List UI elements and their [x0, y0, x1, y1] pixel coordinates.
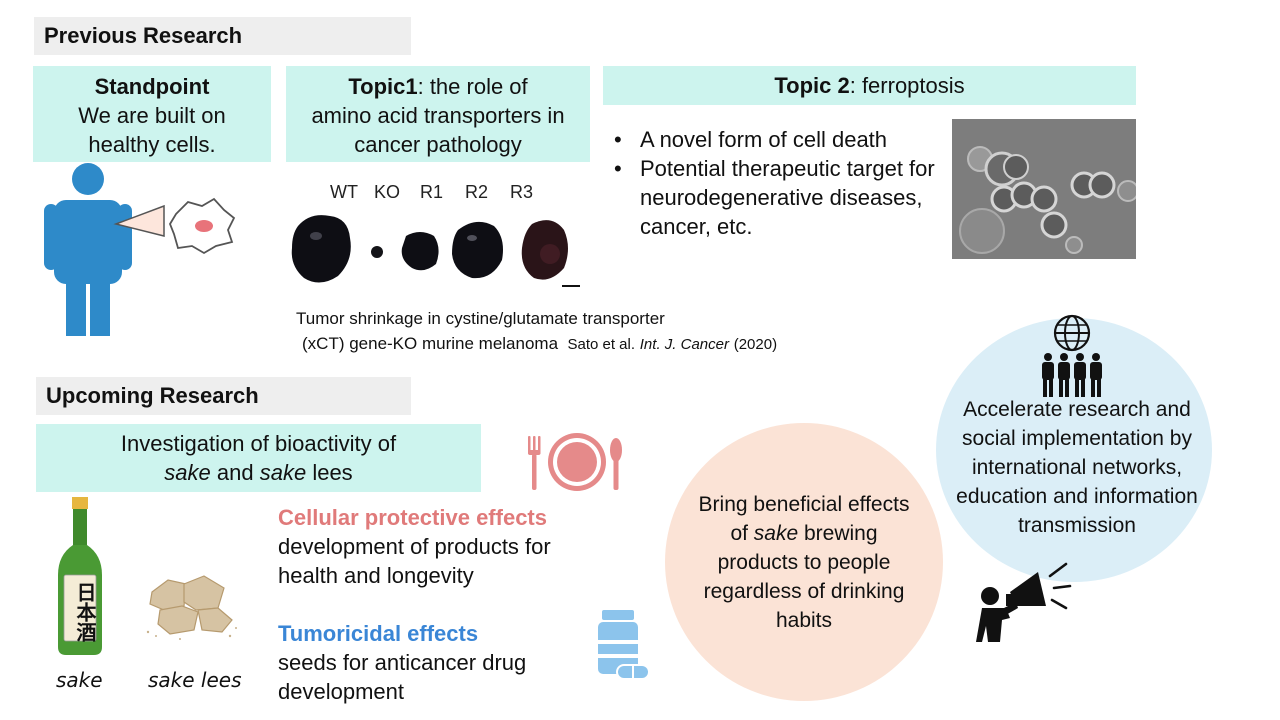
effects-text: Cellular protective effects development … [278, 503, 598, 706]
investigation-box: Investigation of bioactivity of sake and… [36, 424, 481, 492]
tumoricidal-effects-title: Tumoricidal effects [278, 621, 479, 646]
topic1-title: Topic1 [348, 74, 418, 99]
sake-lees-icon [146, 575, 237, 640]
globe-people-icon [1042, 314, 1102, 397]
standpoint-box: Standpoint We are built on healthy cells… [33, 66, 271, 162]
accelerate-line5: transmission [1018, 514, 1136, 537]
bring-line4: regardless of drinking [703, 579, 905, 603]
citation-author: Sato et al. [567, 336, 636, 353]
upcoming-research-header: Upcoming Research [36, 377, 411, 415]
investigation-word-lees: lees [306, 460, 353, 485]
topic1-line2: amino acid transporters in [311, 103, 565, 128]
previous-research-header: Previous Research [34, 17, 411, 55]
bring-line3: products to people [717, 550, 891, 574]
tumor-label-wt: WT [330, 182, 358, 202]
topic2-bullets: A novel form of cell death Potential the… [608, 125, 944, 241]
plate-icon [528, 433, 622, 491]
bring-line2-post: brewing [798, 521, 878, 545]
bring-line2-pre: of [730, 521, 754, 545]
bring-effects-circle: Bring beneficial effects of sake brewing… [665, 423, 943, 701]
standpoint-line1: We are built on [78, 103, 226, 128]
bring-line5: habits [775, 608, 833, 632]
bring-line1: Bring beneficial effects [698, 492, 910, 516]
accelerate-line3: international networks, [971, 456, 1183, 479]
topic1-caption: Tumor shrinkage in cystine/glutamate tra… [296, 306, 856, 357]
microscope-photo [952, 119, 1136, 259]
topic2-title: Topic 2 [774, 73, 850, 98]
investigation-word-sake2: sake [259, 460, 307, 485]
accelerate-circle [936, 318, 1212, 582]
tumor-label-r2: R2 [465, 182, 489, 202]
upcoming-research-title: Upcoming Research [46, 383, 259, 408]
accelerate-line2: social implementation by [962, 427, 1192, 450]
standpoint-line2: healthy cells. [88, 132, 216, 157]
topic2-title-rest: : ferroptosis [849, 73, 965, 98]
previous-research-title: Previous Research [44, 23, 243, 48]
accelerate-line4: education and information [956, 485, 1198, 508]
investigation-word-sake: sake [164, 460, 211, 485]
tumoricidal-effects-line2: development [278, 679, 404, 704]
topic1-line3: cancer pathology [354, 132, 522, 157]
sake-bottle-icon [58, 497, 102, 655]
tumor-label-r1: R1 [420, 182, 444, 202]
tumor-label-r3: R3 [510, 182, 534, 202]
protective-effects-line2: health and longevity [278, 563, 474, 588]
person-icon [44, 163, 165, 336]
topic2-bullet-2: Potential therapeutic target for neurode… [608, 154, 944, 241]
sake-lees-caption: sake lees [148, 668, 242, 692]
medicine-icon [598, 610, 650, 680]
investigation-word-and: and [210, 460, 260, 485]
topic2-box: Topic 2: ferroptosis [603, 66, 1136, 105]
bring-line2-italic: sake [753, 521, 799, 545]
tumor-labels: WT KO R1 R2 R3 [290, 182, 590, 206]
megaphone-icon [976, 562, 1072, 642]
tumoricidal-effects-line1: seeds for anticancer drug [278, 650, 527, 675]
sake-bottle-label: 日本酒 [73, 582, 95, 642]
tumor-label-ko: KO [374, 182, 401, 202]
citation-year: (2020) [733, 336, 778, 353]
accelerate-text: Accelerate research and social implement… [930, 395, 1224, 540]
tumor-photo [291, 215, 580, 287]
sake-caption: sake [56, 668, 103, 692]
standpoint-title: Standpoint [94, 74, 210, 99]
topic1-title-rest: : the role of [417, 74, 528, 99]
investigation-line1: Investigation of bioactivity of [120, 431, 397, 456]
cell-icon [168, 197, 236, 255]
protective-effects-title: Cellular protective effects [278, 505, 547, 530]
topic1-box: Topic1: the role of amino acid transport… [286, 66, 590, 162]
accelerate-line1: Accelerate research and [963, 398, 1191, 421]
topic2-bullet-1: A novel form of cell death [608, 125, 944, 154]
topic1-caption-line2: (xCT) gene-KO murine melanoma [302, 334, 559, 353]
protective-effects-line1: development of products for [278, 534, 551, 559]
topic1-caption-line1: Tumor shrinkage in cystine/glutamate tra… [296, 309, 665, 328]
citation-journal: Int. J. Cancer [639, 336, 729, 353]
